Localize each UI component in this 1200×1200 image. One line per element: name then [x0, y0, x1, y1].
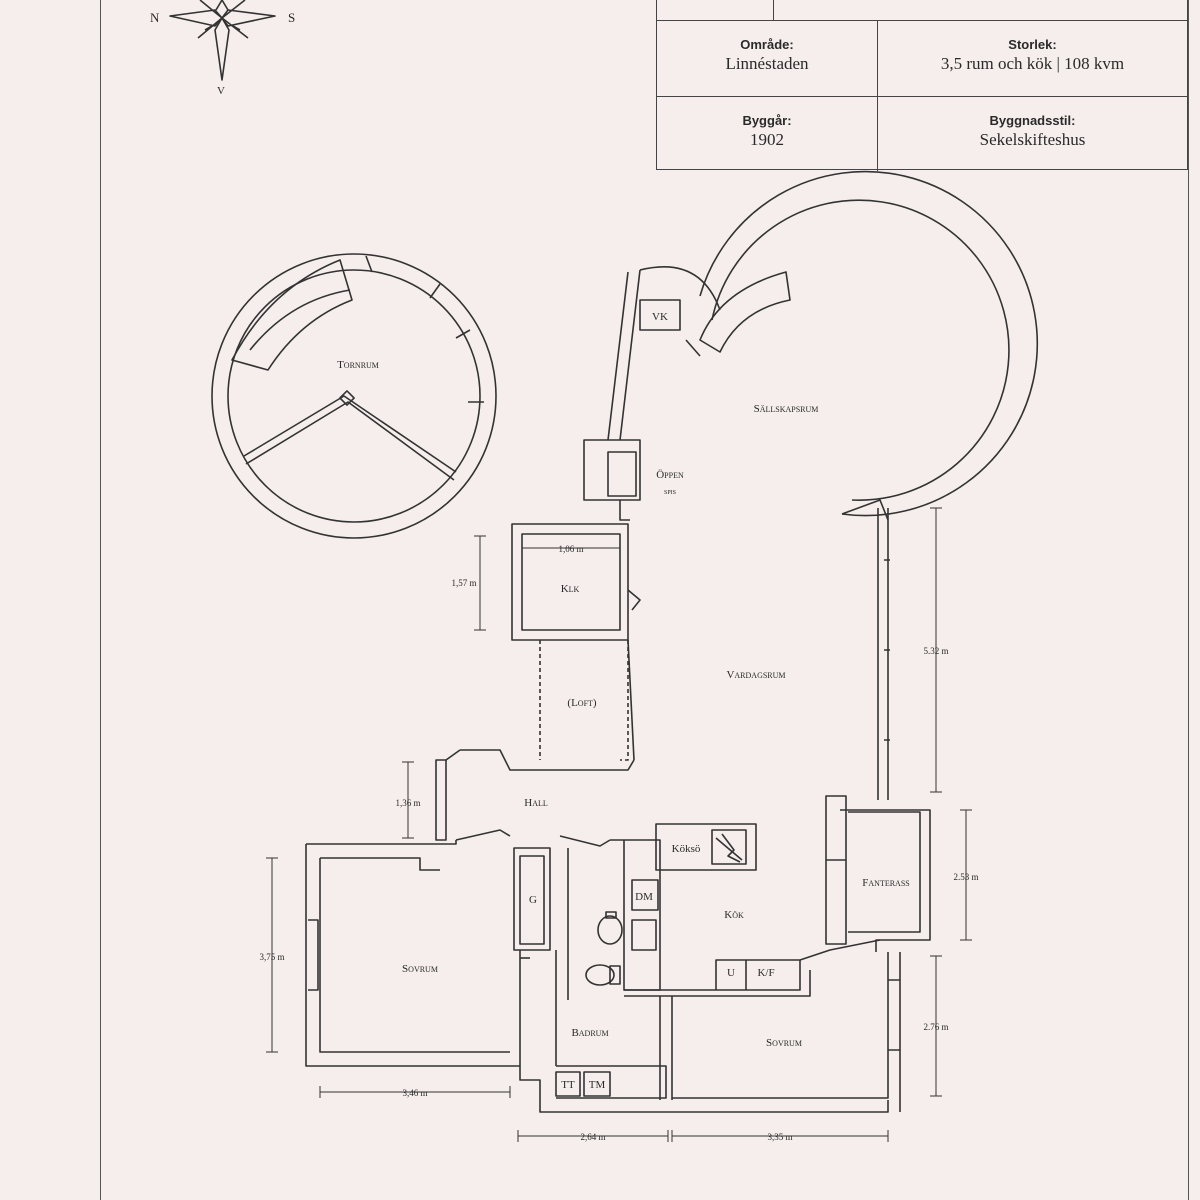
label-g: G: [529, 894, 537, 906]
size-label: Storlek:: [1008, 37, 1057, 52]
label-oppen-spis-1: Öppen: [656, 469, 684, 481]
label-oppen-spis-2: spis: [664, 486, 676, 496]
label-tt: TT: [561, 1079, 575, 1091]
dim-bottom-right: 3,35 m: [767, 1132, 792, 1142]
label-loft: (Loft): [567, 697, 596, 709]
style-value: Sekelskifteshus: [979, 130, 1086, 149]
area-label: Område:: [740, 37, 794, 52]
apartment-walls: [305, 170, 1039, 1113]
frame-left-line: [100, 0, 101, 1200]
compass-north: N: [150, 10, 160, 25]
dim-sovrum-left-height: 3,75 m: [259, 952, 284, 962]
label-kok: Kök: [724, 909, 744, 921]
dim-klk-width: 1,06 m: [558, 544, 583, 554]
label-kf: K/F: [757, 967, 774, 979]
label-tm: TM: [589, 1079, 606, 1091]
label-sovrum-right: Sovrum: [766, 1037, 802, 1049]
dim-vardagsrum-right: 5.32 m: [923, 646, 948, 656]
label-dm: DM: [635, 891, 653, 903]
label-vardagsrum: Vardagsrum: [726, 669, 785, 681]
label-fanterass: Fanterass: [862, 877, 909, 889]
compass-south: S: [288, 10, 295, 25]
dimension-lines: [266, 507, 972, 1142]
label-vk: VK: [652, 311, 668, 323]
label-tornrum: Tornrum: [337, 359, 379, 371]
info-row-2: Byggår: 1902 Byggnadsstil: Sekelskiftesh…: [657, 96, 1187, 171]
dim-fanterass-right: 2.53 m: [953, 872, 978, 882]
compass-rose-icon: [169, 0, 276, 81]
built-value: 1902: [750, 130, 784, 149]
label-sallskapsrum: Sällskapsrum: [754, 403, 819, 415]
label-u: U: [727, 967, 735, 979]
compass-west: V: [217, 85, 225, 97]
style-label: Byggnadsstil:: [989, 113, 1076, 128]
built-label: Byggår:: [742, 113, 792, 128]
tornrum-room: [211, 253, 497, 539]
dim-klk-height: 1,57 m: [451, 578, 476, 588]
info-top-divider: [773, 0, 774, 20]
dim-hall-left: 1,36 m: [395, 798, 420, 808]
label-sovrum-left: Sovrum: [402, 963, 438, 975]
area-cell: Område: Linnéstaden: [657, 21, 877, 97]
style-cell: Byggnadsstil: Sekelskifteshus: [877, 97, 1187, 171]
dim-sovrum-right-height: 2.76 m: [923, 1022, 948, 1032]
size-value: 3,5 rum och kök | 108 kvm: [940, 54, 1125, 73]
info-row-top: [657, 0, 1187, 20]
property-info-table: Område: Linnéstaden Storlek: 3,5 rum och…: [656, 0, 1188, 171]
label-klk: Klk: [561, 583, 580, 595]
label-badrum: Badrum: [571, 1027, 608, 1039]
built-cell: Byggår: 1902: [657, 97, 877, 171]
dim-sovrum-left-width: 3,46 m: [402, 1088, 427, 1098]
size-cell: Storlek: 3,5 rum och kök | 108 kvm: [877, 21, 1187, 97]
area-value: Linnéstaden: [725, 54, 809, 73]
label-hall: Hall: [524, 797, 548, 809]
label-koksö: Köksö: [672, 843, 701, 855]
frame-right-line: [1188, 0, 1189, 1200]
dim-bottom-left: 2,64 m: [580, 1132, 605, 1142]
info-row-1: Område: Linnéstaden Storlek: 3,5 rum och…: [657, 20, 1187, 97]
